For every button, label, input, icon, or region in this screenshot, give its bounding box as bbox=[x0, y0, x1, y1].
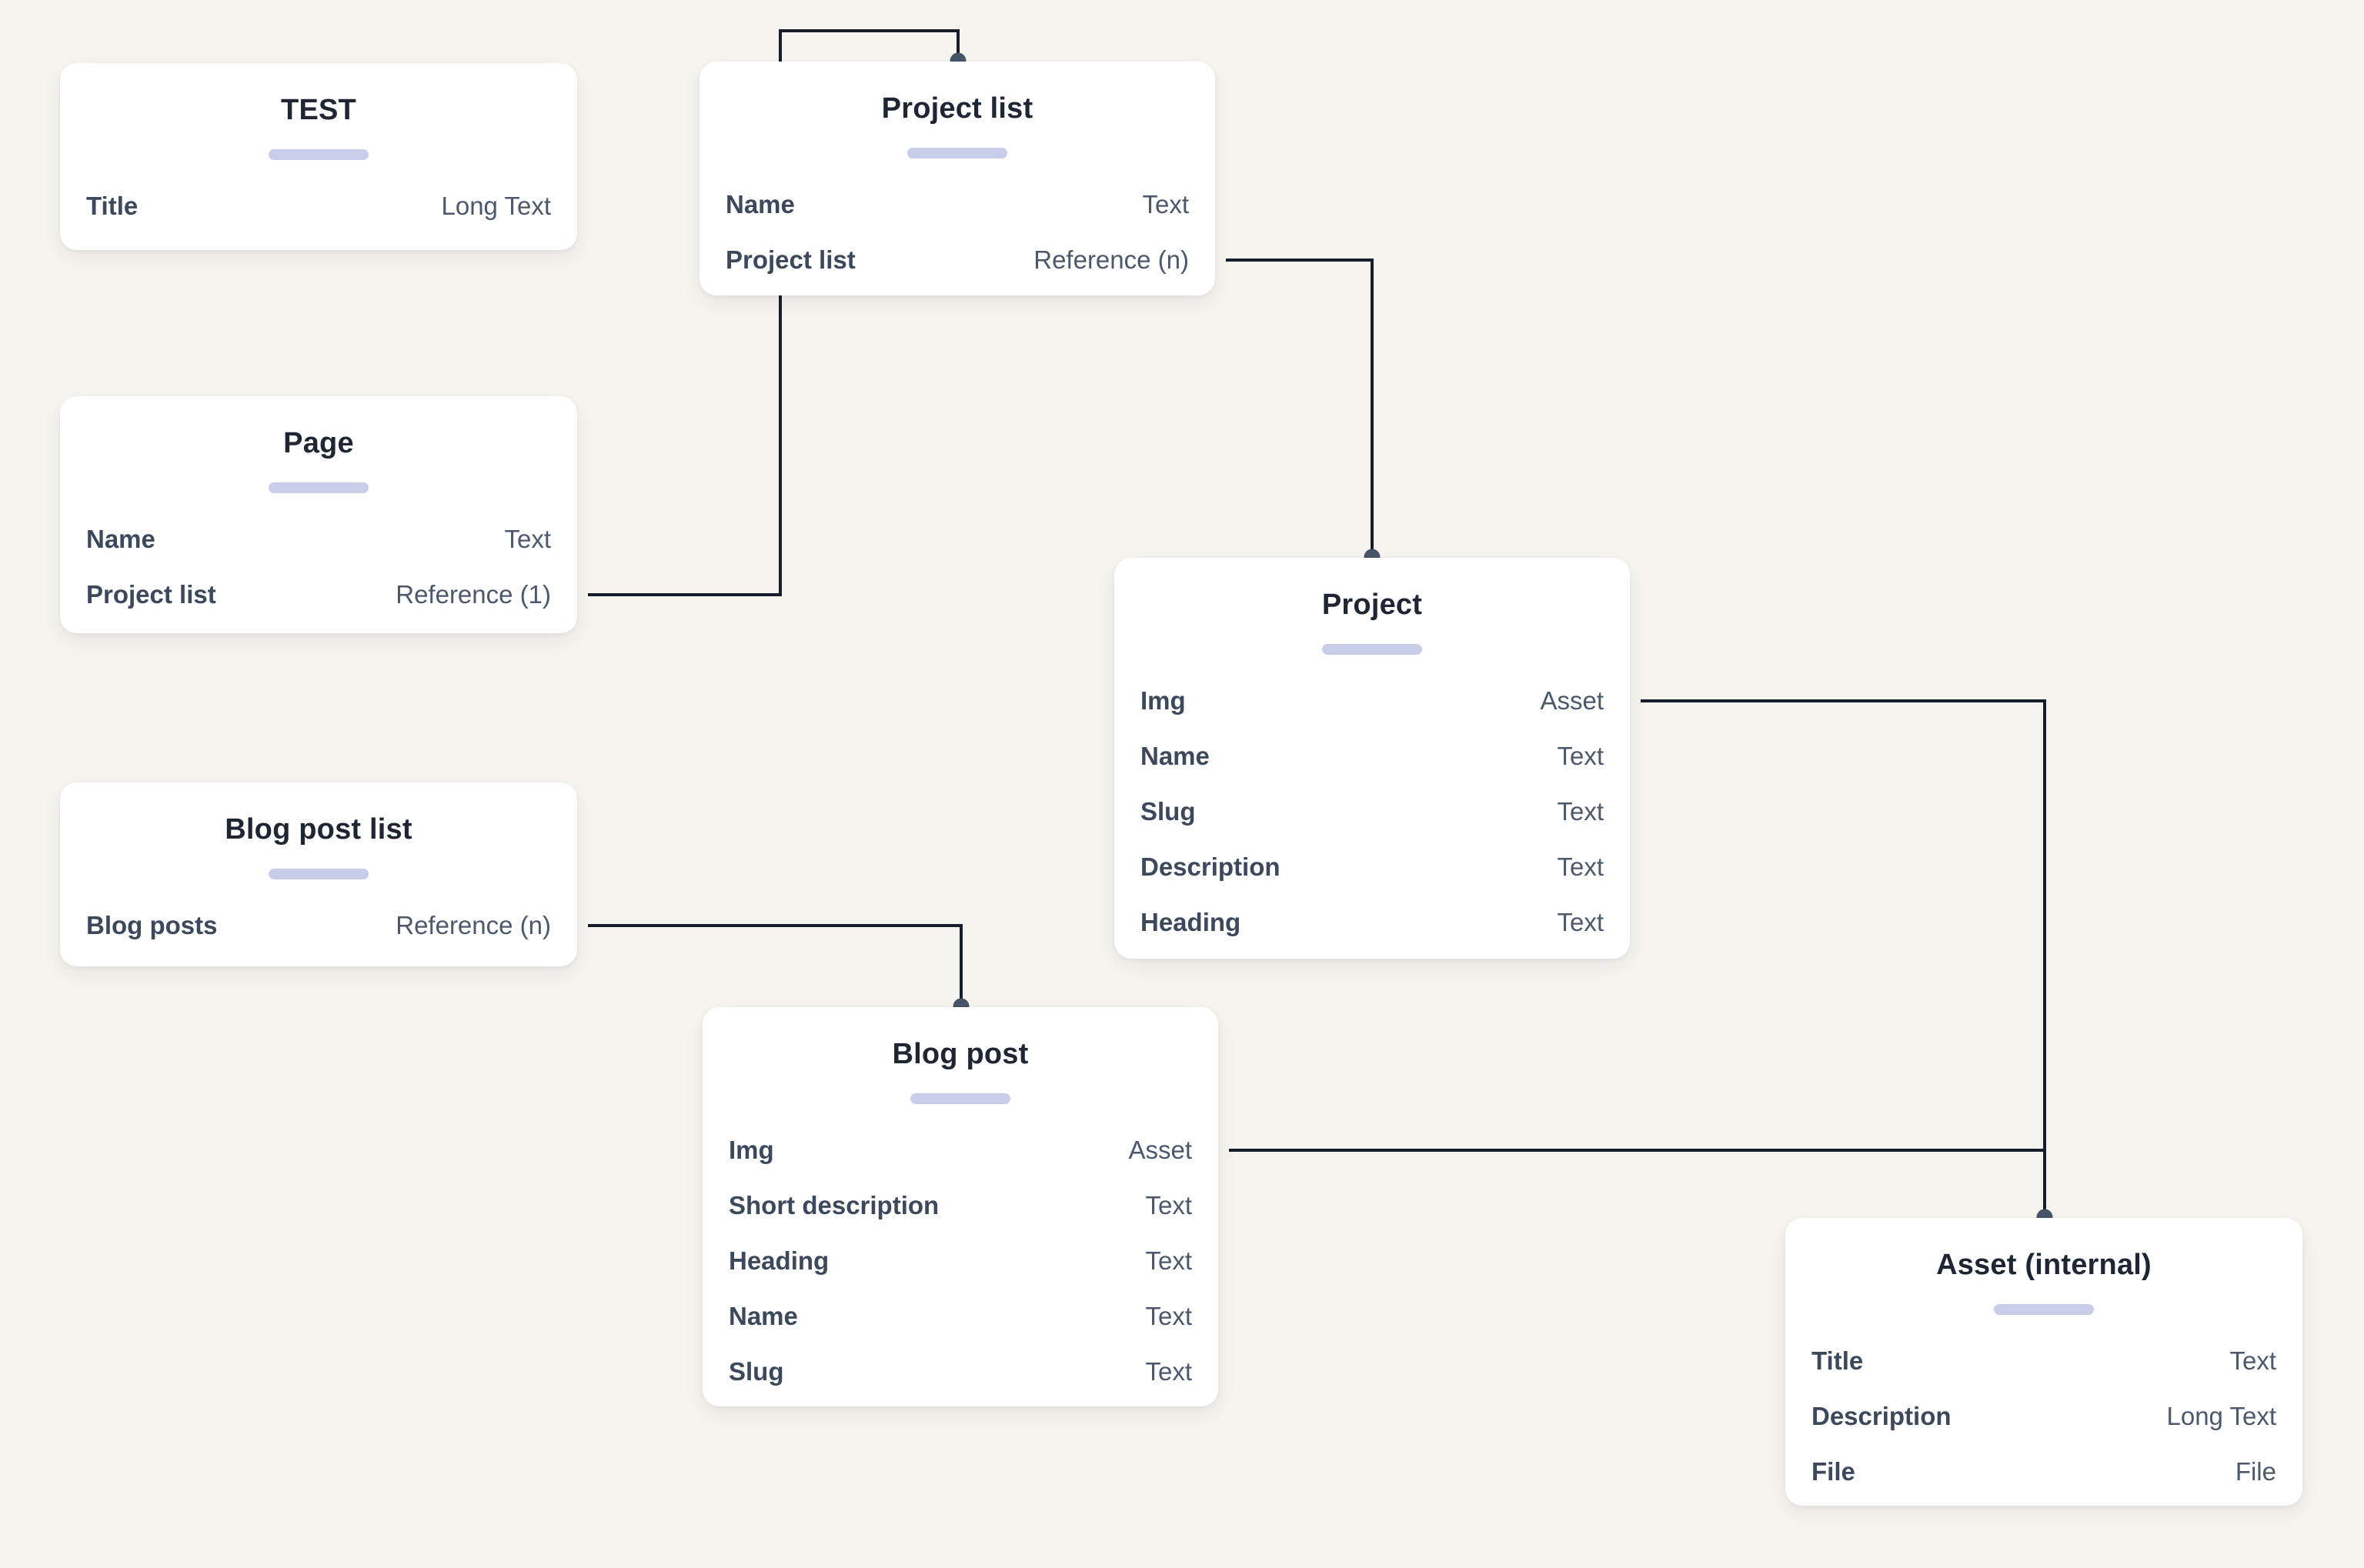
model-card-page[interactable]: Page Name Text Project list Reference (1… bbox=[60, 396, 577, 633]
field-type: Reference (n) bbox=[396, 911, 551, 939]
connector-blog-post-list-to-blog-post bbox=[588, 924, 963, 1006]
divider-pill bbox=[1322, 644, 1422, 655]
divider-pill bbox=[907, 148, 1007, 158]
field-row: Project list Reference (1) bbox=[86, 567, 551, 622]
field-type: Text bbox=[1557, 852, 1604, 881]
field-type: Long Text bbox=[2166, 1402, 2276, 1430]
field-list: Title Text Description Long Text File Fi… bbox=[1811, 1333, 2276, 1500]
field-row: Project list Reference (n) bbox=[726, 232, 1189, 288]
field-type: Text bbox=[1145, 1191, 1192, 1219]
field-name: Project list bbox=[726, 245, 856, 274]
field-row: Heading Text bbox=[1140, 895, 1604, 950]
model-card-project[interactable]: Project Img Asset Name Text Slug Text De… bbox=[1114, 558, 1630, 959]
field-row: Name Text bbox=[726, 177, 1189, 232]
field-row: Description Long Text bbox=[1811, 1389, 2276, 1444]
field-type: Text bbox=[2229, 1346, 2276, 1375]
model-card-test[interactable]: TEST Title Long Text bbox=[60, 63, 577, 250]
field-name: Name bbox=[729, 1302, 798, 1330]
model-card-blog-post-list[interactable]: Blog post list Blog posts Reference (n) bbox=[60, 782, 577, 966]
field-type: Text bbox=[1557, 908, 1604, 936]
connector-project-list-to-project bbox=[1226, 259, 1374, 557]
field-type: Text bbox=[1142, 190, 1189, 219]
field-row: File File bbox=[1811, 1444, 2276, 1500]
field-type: Text bbox=[1145, 1246, 1192, 1275]
field-row: Slug Text bbox=[1140, 784, 1604, 839]
divider-pill bbox=[1994, 1304, 2094, 1315]
divider-pill bbox=[269, 482, 369, 493]
field-row: Title Text bbox=[1811, 1333, 2276, 1389]
field-row: Name Text bbox=[86, 512, 551, 567]
field-type: Reference (1) bbox=[396, 580, 551, 609]
field-row: Description Text bbox=[1140, 839, 1604, 895]
field-list: Title Long Text bbox=[86, 178, 551, 234]
field-name: Img bbox=[729, 1136, 774, 1164]
field-list: Img Asset Short description Text Heading… bbox=[729, 1123, 1192, 1400]
field-type: Text bbox=[1145, 1302, 1192, 1330]
card-title: Asset (internal) bbox=[1936, 1249, 2152, 1281]
field-row: Blog posts Reference (n) bbox=[86, 898, 551, 953]
field-type: Text bbox=[1557, 742, 1604, 770]
connector-page-to-project-list bbox=[588, 29, 960, 596]
field-type: File bbox=[2235, 1457, 2276, 1486]
field-row: Short description Text bbox=[729, 1178, 1192, 1233]
field-name: Slug bbox=[729, 1357, 784, 1386]
field-name: Description bbox=[1140, 852, 1280, 881]
model-card-asset-internal[interactable]: Asset (internal) Title Text Description … bbox=[1785, 1218, 2302, 1506]
field-name: Short description bbox=[729, 1191, 940, 1219]
card-title: Blog post list bbox=[225, 813, 412, 846]
field-name: Name bbox=[1140, 742, 1210, 770]
field-row: Img Asset bbox=[1140, 673, 1604, 729]
connector-project-img-to-asset bbox=[1641, 699, 2046, 1217]
divider-pill bbox=[910, 1093, 1010, 1104]
model-card-project-list[interactable]: Project list Name Text Project list Refe… bbox=[700, 62, 1215, 295]
field-row: Name Text bbox=[1140, 729, 1604, 784]
field-row: Heading Text bbox=[729, 1233, 1192, 1289]
field-name: Img bbox=[1140, 686, 1186, 715]
card-title: Page bbox=[283, 427, 354, 459]
model-card-blog-post[interactable]: Blog post Img Asset Short description Te… bbox=[703, 1007, 1218, 1406]
field-row: Slug Text bbox=[729, 1344, 1192, 1400]
field-type: Long Text bbox=[441, 192, 551, 220]
field-name: Title bbox=[1811, 1346, 1864, 1375]
card-title: Project bbox=[1321, 589, 1423, 621]
card-title: Blog post bbox=[892, 1038, 1029, 1070]
card-title: TEST bbox=[281, 94, 356, 126]
field-name: Heading bbox=[729, 1246, 830, 1275]
field-type: Asset bbox=[1128, 1136, 1192, 1164]
field-name: Slug bbox=[1140, 797, 1196, 826]
field-row: Title Long Text bbox=[86, 178, 551, 234]
card-title: Project list bbox=[881, 92, 1033, 125]
field-name: File bbox=[1811, 1457, 1855, 1486]
field-name: Blog posts bbox=[86, 911, 218, 939]
field-name: Name bbox=[86, 525, 155, 553]
field-type: Asset bbox=[1540, 686, 1604, 715]
field-name: Project list bbox=[86, 580, 216, 609]
field-name: Title bbox=[86, 192, 139, 220]
field-list: Img Asset Name Text Slug Text Descriptio… bbox=[1140, 673, 1604, 950]
field-name: Name bbox=[726, 190, 795, 219]
field-row: Img Asset bbox=[729, 1123, 1192, 1178]
field-name: Heading bbox=[1140, 908, 1241, 936]
field-type: Text bbox=[1557, 797, 1604, 826]
field-type: Reference (n) bbox=[1033, 245, 1189, 274]
divider-pill bbox=[269, 149, 369, 160]
field-list: Name Text Project list Reference (n) bbox=[726, 177, 1189, 288]
field-list: Blog posts Reference (n) bbox=[86, 898, 551, 953]
field-name: Description bbox=[1811, 1402, 1952, 1430]
field-type: Text bbox=[504, 525, 551, 553]
divider-pill bbox=[269, 869, 369, 879]
field-type: Text bbox=[1145, 1357, 1192, 1386]
field-row: Name Text bbox=[729, 1289, 1192, 1344]
field-list: Name Text Project list Reference (1) bbox=[86, 512, 551, 622]
